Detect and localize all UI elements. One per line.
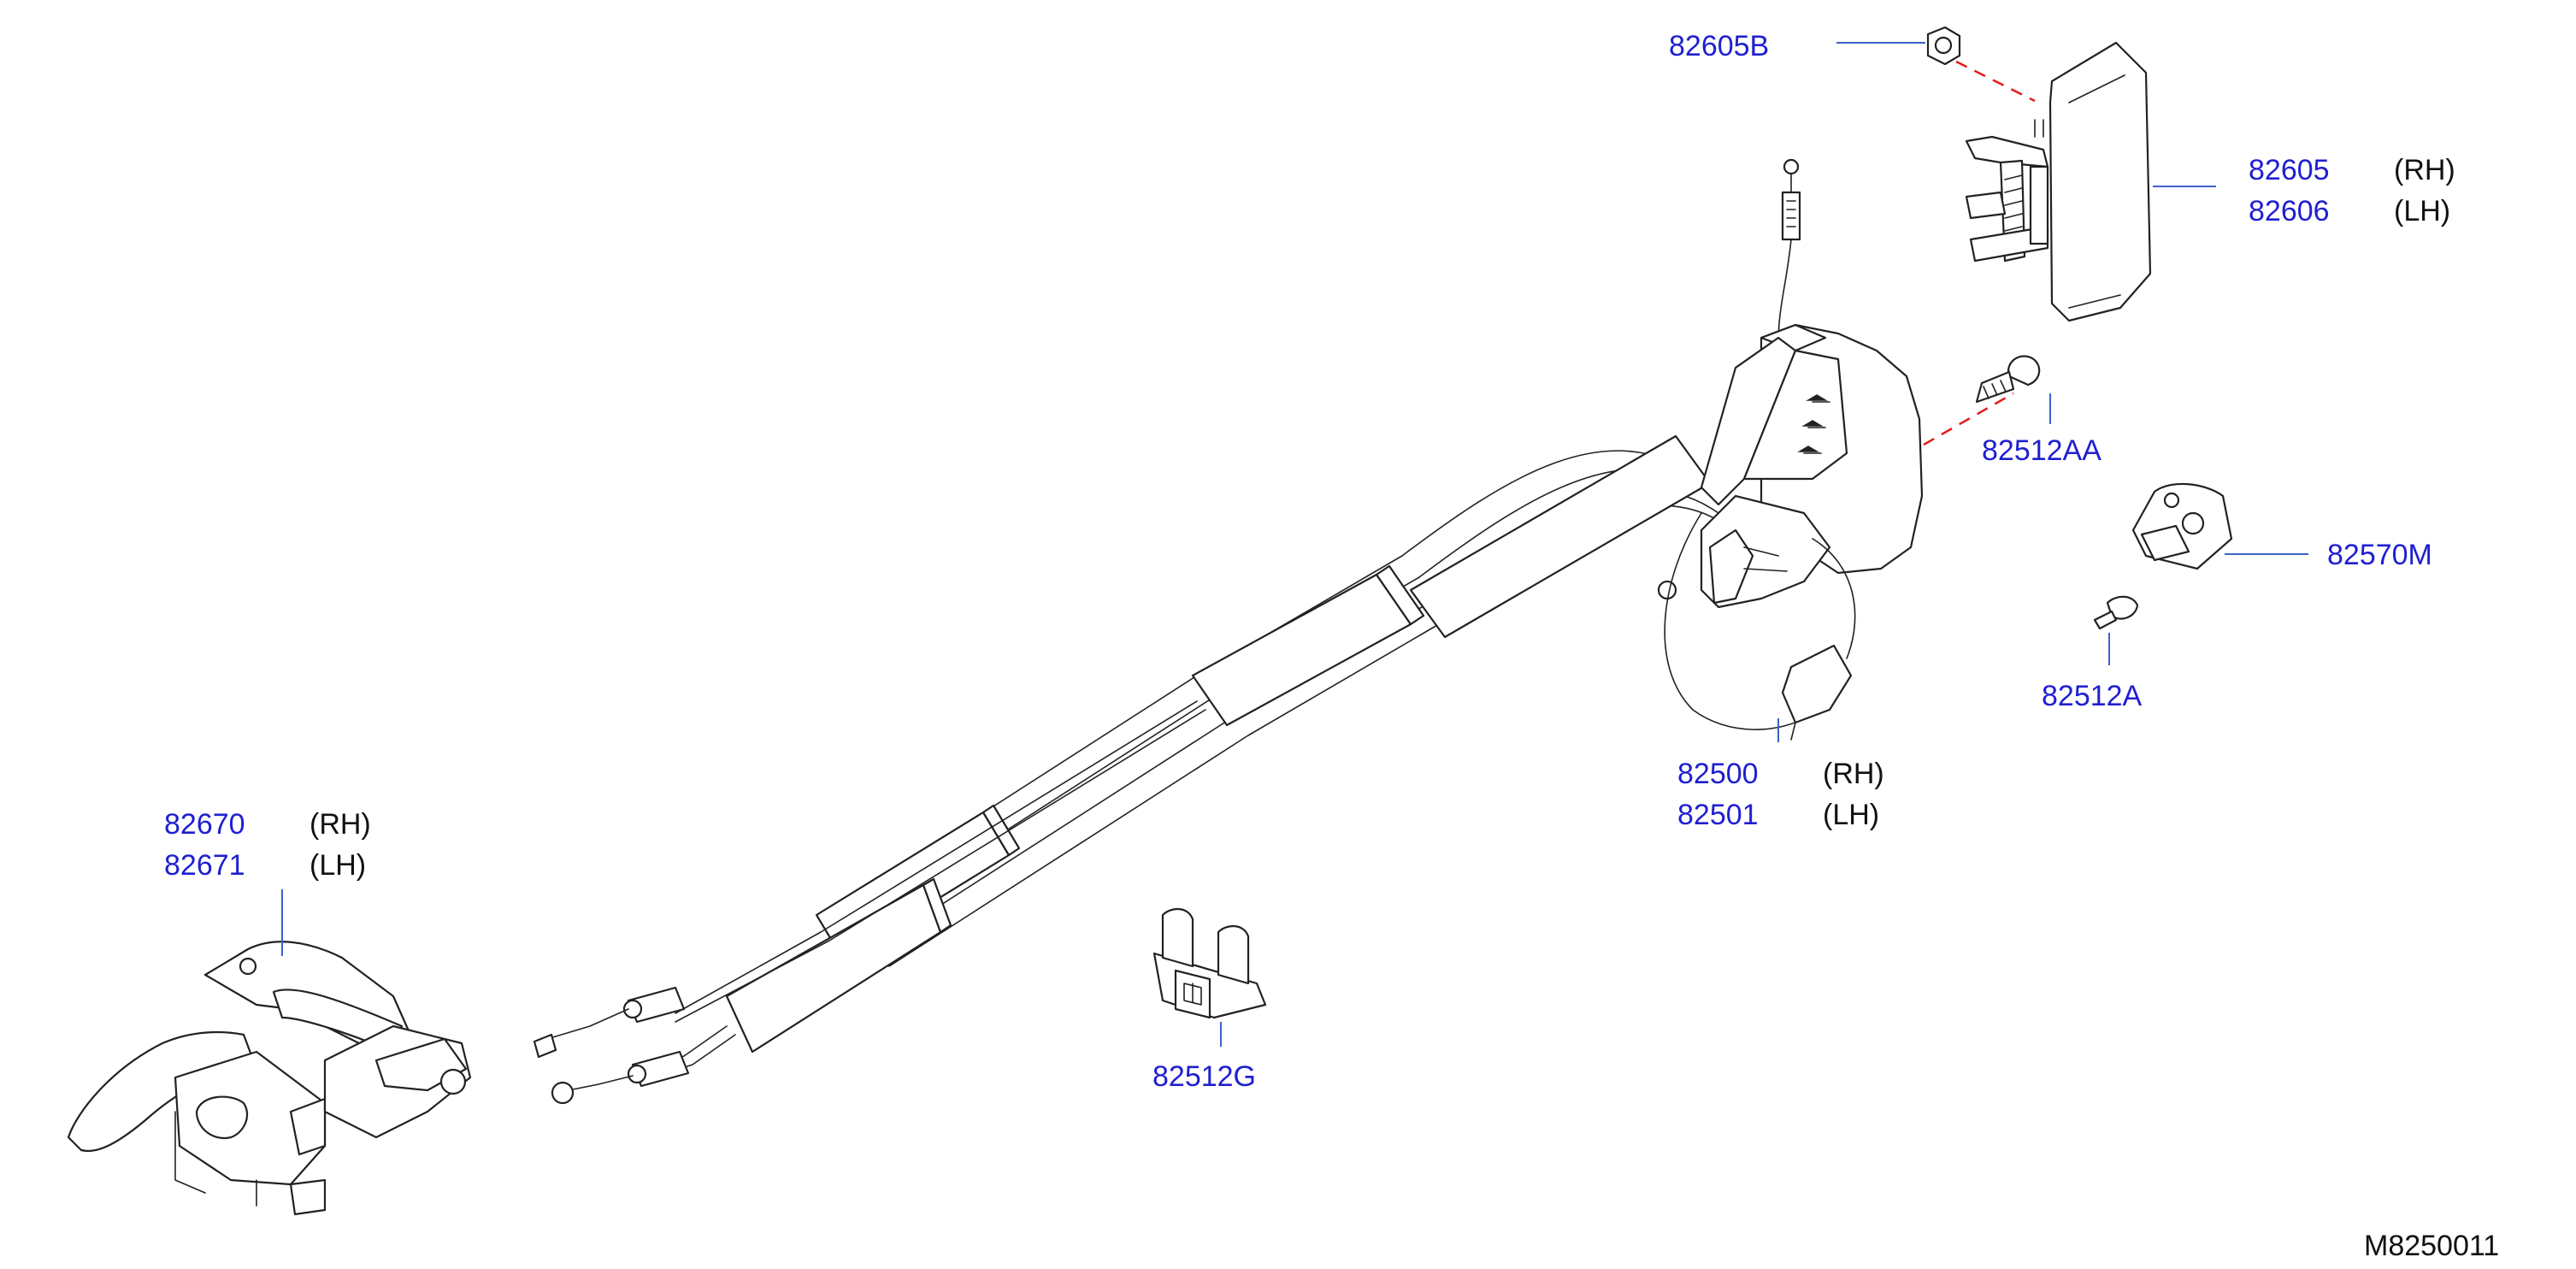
part-number-link[interactable]: 82605B	[1669, 30, 1769, 62]
part-number-link[interactable]: 82570M	[2327, 539, 2432, 571]
cable-assembly	[533, 434, 1728, 1105]
door-lock-assembly	[1657, 158, 1924, 741]
part-number-link[interactable]: 82512G	[1152, 1060, 1256, 1093]
nut	[1926, 26, 1961, 66]
cable-sheath-block	[725, 877, 952, 1054]
bolt-aa	[1975, 355, 2041, 404]
inside-door-handle	[67, 941, 472, 1216]
side-label: (LH)	[2394, 195, 2450, 227]
part-number-link[interactable]: 82501	[1677, 799, 1759, 831]
cable-end-fitting	[533, 986, 686, 1059]
side-label: (RH)	[1823, 758, 1884, 790]
part-number-link[interactable]: 82606	[2249, 195, 2330, 227]
guide-line	[1955, 60, 2036, 103]
side-label: (RH)	[2394, 154, 2455, 186]
screw-a	[2093, 595, 2139, 630]
cable-clip	[1152, 908, 1267, 1019]
part-number-link[interactable]: 82605	[2249, 154, 2330, 186]
diagram-reference-code: M8250011	[2364, 1230, 2499, 1262]
side-label: (RH)	[309, 808, 371, 841]
part-number-link[interactable]: 82500	[1677, 758, 1759, 790]
side-label: (LH)	[1823, 799, 1879, 831]
cable-sheath-block	[1191, 434, 1712, 727]
cable-end-fitting	[551, 1050, 690, 1105]
door-striker	[2131, 482, 2233, 570]
side-label: (LH)	[309, 849, 366, 882]
part-number-link[interactable]: 82671	[164, 849, 245, 882]
outside-door-handle	[1965, 41, 2152, 322]
guide-line	[1923, 392, 2014, 446]
part-number-link[interactable]: 82670	[164, 808, 245, 841]
part-number-link[interactable]: 82512A	[2042, 680, 2143, 712]
part-number-link[interactable]: 82512AA	[1982, 434, 2101, 467]
